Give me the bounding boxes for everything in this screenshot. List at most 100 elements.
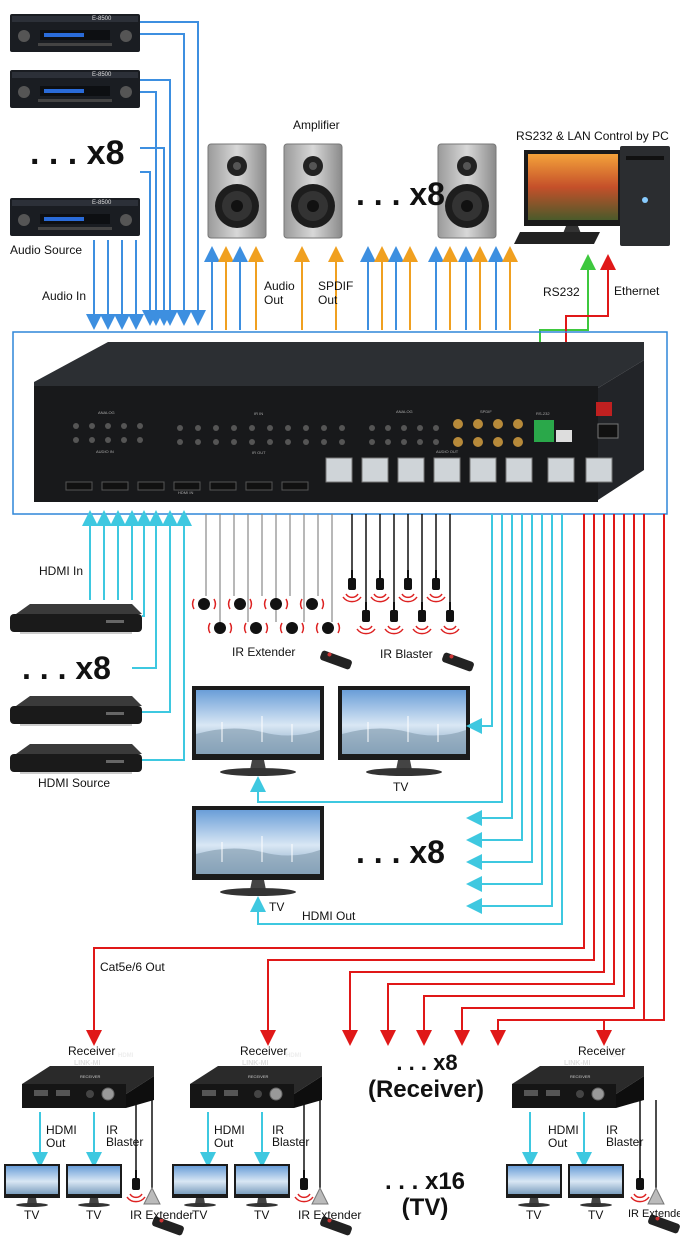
receiver-ir-blaster-label-3: IR Blaster <box>606 1123 644 1149</box>
tv-3 <box>191 805 325 897</box>
matrix-analog-label-1: ANALOG <box>98 410 115 415</box>
audio-in-label: Audio In <box>42 289 87 303</box>
hdmi-source-3 <box>10 744 142 774</box>
speaker-3 <box>437 143 497 239</box>
ethernet-label: Ethernet <box>614 284 660 298</box>
receiver-tv-1 <box>4 1164 60 1207</box>
audio-source-label: Audio Source <box>10 243 83 257</box>
audio-out-label: Audio Out <box>264 279 295 307</box>
receiver-model-2: RECEIVER <box>248 1074 269 1079</box>
receiver-ir-extender-label-1: IR Extender <box>130 1208 194 1222</box>
remote-1 <box>319 649 353 671</box>
audio-source-multiplier: . . . x8 <box>30 134 125 172</box>
receiver-tv-6 <box>568 1164 624 1207</box>
receiver-tv-5 <box>506 1164 562 1207</box>
ir-extenders <box>191 597 341 635</box>
hdmi-source-1 <box>10 604 142 634</box>
receiver-model-1: RECEIVER <box>80 1074 101 1079</box>
hdmi-out-lines <box>250 514 563 925</box>
receiver-ir-blaster-label-2: IR Blaster <box>272 1123 310 1149</box>
hdmi-in-lines <box>82 510 192 761</box>
tv-label-1: TV <box>393 780 409 794</box>
matrix-ir-in-label: IR IN <box>254 411 264 416</box>
receiver-tv-label-1: TV <box>24 1208 40 1222</box>
matrix-rs232-label: RS-232 <box>536 411 550 416</box>
ir-blasters <box>342 569 460 635</box>
cat-out-label: Cat5e/6 Out <box>100 960 165 974</box>
matrix-switcher <box>34 342 644 502</box>
receiver-model-3: RECEIVER <box>570 1074 591 1079</box>
receiver-ir-blaster-label-1: IR Blaster <box>106 1123 144 1149</box>
remote-2 <box>441 651 475 673</box>
speaker-multiplier: . . . x8 <box>356 176 445 212</box>
receiver-hdmi-out-label-1: HDMI Out <box>46 1123 77 1150</box>
receiver-label-1: Receiver <box>68 1044 116 1058</box>
tv-label-2: TV <box>269 900 285 914</box>
receiver-hdmi-out-label-2: HDMI Out <box>214 1123 245 1150</box>
receiver-tv-2 <box>66 1164 122 1207</box>
amp-model-2: E-8500 <box>92 72 112 78</box>
hdmi-in-label: HDMI In <box>39 564 84 578</box>
receiver-tv-label-6: TV <box>588 1208 604 1222</box>
receiver-multiplier-sub: (Receiver) <box>367 1076 485 1103</box>
receiver-tv-label-3: TV <box>192 1208 208 1222</box>
receiver-tv-multiplier-sub: (TV) <box>401 1194 449 1221</box>
matrix-audio-in-label: AUDIO IN <box>96 449 114 454</box>
amplifier-label: Amplifier <box>293 118 340 132</box>
amp-model-1: E-8500 <box>92 16 112 22</box>
receiver-1 <box>21 1065 155 1109</box>
matrix-ir-out-label: IR OUT <box>252 450 266 455</box>
tv-1 <box>191 685 325 777</box>
audio-source-2 <box>10 70 140 108</box>
tv-multiplier: . . . x8 <box>356 834 445 870</box>
pc-computer <box>514 146 670 246</box>
receiver-brand-2: LINK-MI <box>242 1060 269 1067</box>
receiver-brand-3: LINK-MI <box>564 1060 591 1067</box>
receiver-hdmi-logo-3: HDMI <box>608 1053 624 1059</box>
receiver-tv-label-2: TV <box>86 1208 102 1222</box>
tv-2 <box>337 685 471 777</box>
receiver-ir-extender-label-2: IR Extender <box>298 1208 362 1222</box>
receiver-hdmi-logo-2: HDMI <box>286 1053 302 1059</box>
speaker-2 <box>283 143 343 239</box>
audio-out-lines <box>204 246 518 330</box>
ir-extender-label: IR Extender <box>232 645 296 659</box>
rs232-lan-control-label: RS232 & LAN Control by PC <box>516 129 669 143</box>
receiver-label-2: Receiver <box>240 1044 288 1058</box>
matrix-audio-out-label: AUDIO OUT <box>436 449 459 454</box>
receiver-hdmi-logo-1: HDMI <box>118 1053 134 1059</box>
receiver-brand-1: LINK-MI <box>74 1060 101 1067</box>
ir-blaster-label: IR Blaster <box>380 647 433 661</box>
receiver-label-3: Receiver <box>578 1044 626 1058</box>
rs232-label: RS232 <box>543 285 580 299</box>
matrix-analog-label-2: ANALOG <box>396 409 413 414</box>
matrix-frame <box>12 331 668 515</box>
receiver-hdmi-out-label-3: HDMI Out <box>548 1123 579 1150</box>
audio-source-1 <box>10 14 140 52</box>
matrix-hdmi-in-label: HDMI IN <box>178 490 194 495</box>
amp-model-3: E-8500 <box>92 200 112 206</box>
ir-blaster-cables <box>351 514 451 606</box>
matrix-spdif-label: SPDIF <box>480 409 492 414</box>
audio-source-3 <box>10 198 140 236</box>
hdmi-out-label: HDMI Out <box>302 909 356 923</box>
audio-source-feed-lines <box>86 21 206 330</box>
hdmi-source-multiplier: . . . x8 <box>22 650 111 686</box>
hdmi-source-label: HDMI Source <box>38 776 111 790</box>
receiver-3 <box>511 1065 645 1109</box>
speaker-1 <box>207 143 267 239</box>
receiver-hdmi-lines <box>32 1112 592 1168</box>
receiver-ir-heads <box>126 1169 665 1205</box>
hdmi-source-2 <box>10 696 142 726</box>
receiver-tv-label-4: TV <box>254 1208 270 1222</box>
receiver-multiplier: . . . x8 <box>396 1050 458 1075</box>
receiver-ir-cables <box>135 1100 657 1188</box>
receiver-ir-extender-label-3: IR Extender <box>628 1208 680 1220</box>
receiver-tv-3 <box>172 1164 228 1207</box>
cat-out-lines <box>86 514 665 1046</box>
receiver-tv-4 <box>234 1164 290 1207</box>
receiver-2 <box>189 1065 323 1109</box>
spdif-out-label: SPDIF Out <box>318 279 354 307</box>
receiver-tv-label-5: TV <box>526 1208 542 1222</box>
